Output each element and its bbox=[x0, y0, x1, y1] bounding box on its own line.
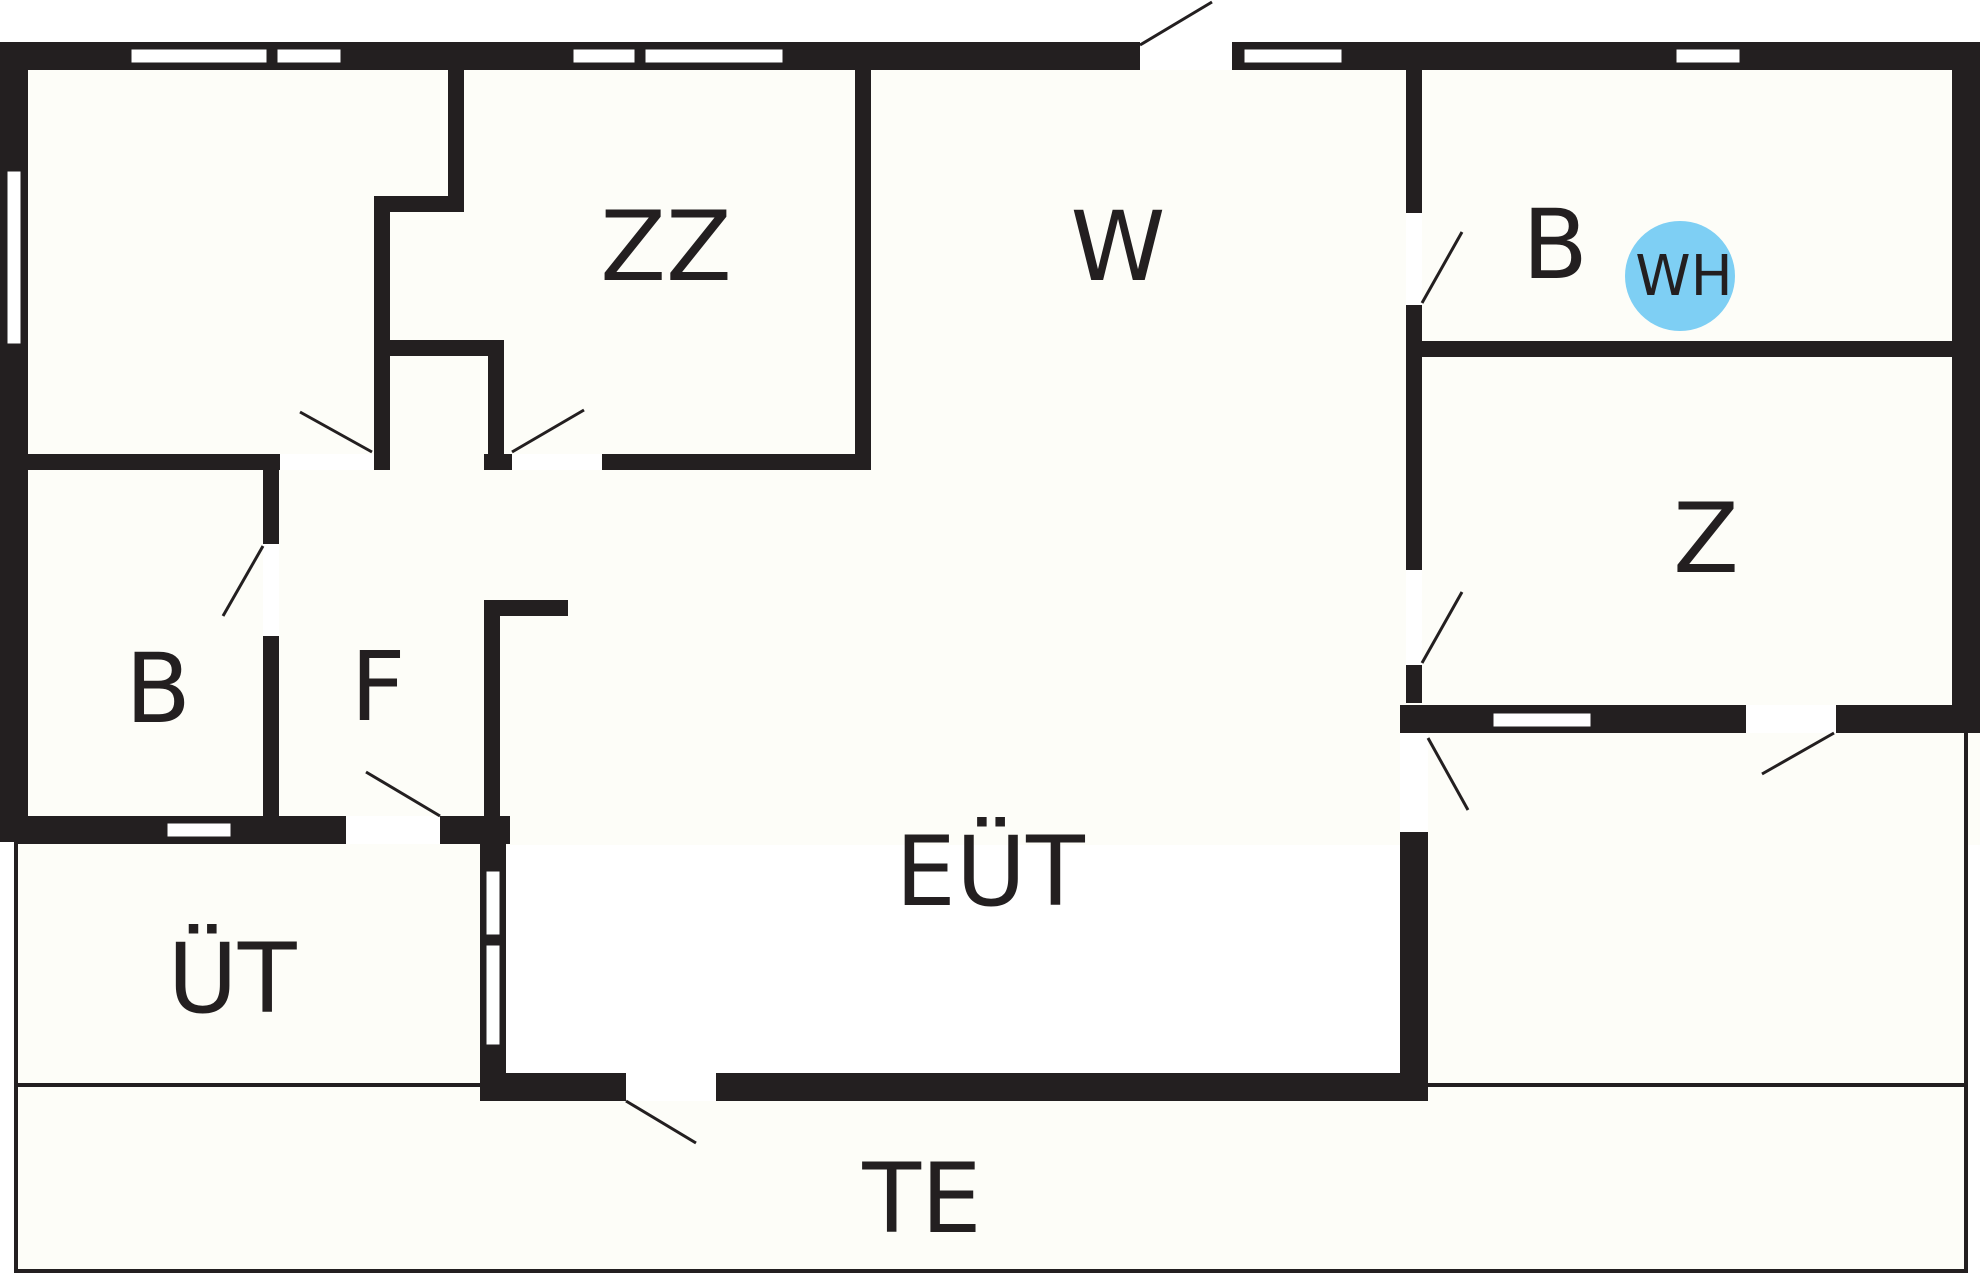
window-b-bottom bbox=[164, 820, 234, 840]
wall-zz-right bbox=[855, 55, 871, 470]
wall-z-bottom-right bbox=[1836, 705, 1980, 733]
door-swings bbox=[221, 0, 1835, 1145]
room-label-ut: ÜT bbox=[168, 923, 297, 1035]
door-gap-entry bbox=[1140, 42, 1232, 70]
door-swing-z bbox=[1420, 591, 1464, 664]
wall-b-right-bottom bbox=[263, 636, 279, 818]
wall-step-h bbox=[374, 196, 464, 212]
room-label-zz: ZZ bbox=[600, 191, 732, 303]
wall-eut-bottom-left bbox=[480, 1073, 626, 1101]
door-swing-f bbox=[365, 770, 441, 818]
window-1 bbox=[128, 46, 270, 66]
room-label-z: Z bbox=[1673, 483, 1739, 595]
wall-bedroom-zz bbox=[448, 55, 464, 210]
room-label-b-left: B bbox=[125, 633, 191, 745]
room-labels: ZZ W B WH Z B F EÜT ÜT TE bbox=[125, 189, 1739, 1255]
window-3 bbox=[570, 46, 638, 66]
windows bbox=[4, 46, 1743, 1048]
room-label-b-top-right: B bbox=[1522, 189, 1588, 301]
door-gap-bed bbox=[280, 454, 374, 470]
room-label-te: TE bbox=[861, 1143, 981, 1255]
door-gap-z-bottom bbox=[1746, 705, 1836, 733]
window-4 bbox=[642, 46, 786, 66]
wall-wc-bottom bbox=[484, 454, 512, 470]
wall-hall-stub bbox=[484, 600, 568, 616]
door-swing-bed bbox=[299, 410, 373, 454]
wall-eut-right-bottom bbox=[1400, 832, 1428, 1101]
floor-ut bbox=[14, 845, 484, 1085]
door-gap-terrace bbox=[626, 1073, 716, 1101]
wall-eut-right-mid bbox=[1406, 305, 1422, 570]
door-swing-entry bbox=[1139, 0, 1213, 47]
door-swing-b-right bbox=[1420, 231, 1464, 304]
wall-b-z bbox=[1406, 341, 1966, 357]
room-label-w: W bbox=[1071, 191, 1166, 303]
water-heater-circle bbox=[1625, 221, 1735, 331]
wall-hall-right bbox=[484, 600, 500, 844]
window-5 bbox=[1241, 46, 1345, 66]
door-gap-b-left bbox=[263, 544, 279, 636]
wall-eut-bottom-right bbox=[716, 1073, 1428, 1101]
room-label-wh: WH bbox=[1635, 244, 1732, 309]
door-gap-wc bbox=[512, 454, 602, 470]
wall-zz-bottom bbox=[602, 454, 871, 470]
door-openings bbox=[263, 42, 1836, 1101]
floor-right-lower bbox=[1428, 730, 1968, 1085]
window-left bbox=[4, 168, 24, 347]
door-swing-right-lower bbox=[1426, 737, 1470, 811]
wall-wc-right bbox=[488, 340, 504, 470]
room-label-f: F bbox=[350, 631, 405, 743]
wall-top-right bbox=[1232, 42, 1980, 70]
window-2 bbox=[274, 46, 344, 66]
window-eut-left-1 bbox=[483, 868, 503, 938]
window-6 bbox=[1673, 46, 1743, 66]
door-swing-b-left bbox=[221, 545, 265, 617]
door-swing-wc bbox=[511, 408, 585, 454]
wall-right bbox=[1952, 42, 1980, 732]
wall-left bbox=[0, 42, 28, 842]
window-z-bottom bbox=[1490, 710, 1594, 730]
floor-areas bbox=[14, 55, 1980, 1273]
window-eut-left-2 bbox=[483, 942, 503, 1048]
wall-bed-bottom bbox=[14, 454, 280, 470]
door-gap-f bbox=[346, 816, 440, 844]
wall-step-v bbox=[374, 196, 390, 470]
door-gap-b-right bbox=[1406, 213, 1422, 305]
door-swing-terrace bbox=[625, 1099, 697, 1145]
floor-terrace bbox=[14, 1085, 1968, 1273]
door-swing-z-bottom bbox=[1761, 731, 1835, 776]
door-gap-z bbox=[1406, 570, 1422, 665]
room-label-eut: EÜT bbox=[895, 816, 1085, 928]
wall-eut-right-low bbox=[1406, 665, 1422, 703]
wall-wc-top bbox=[374, 340, 504, 356]
wall-b-right-top bbox=[263, 454, 279, 544]
door-gap-right-lower bbox=[1400, 733, 1428, 832]
wall-eut-right-upper bbox=[1406, 55, 1422, 213]
